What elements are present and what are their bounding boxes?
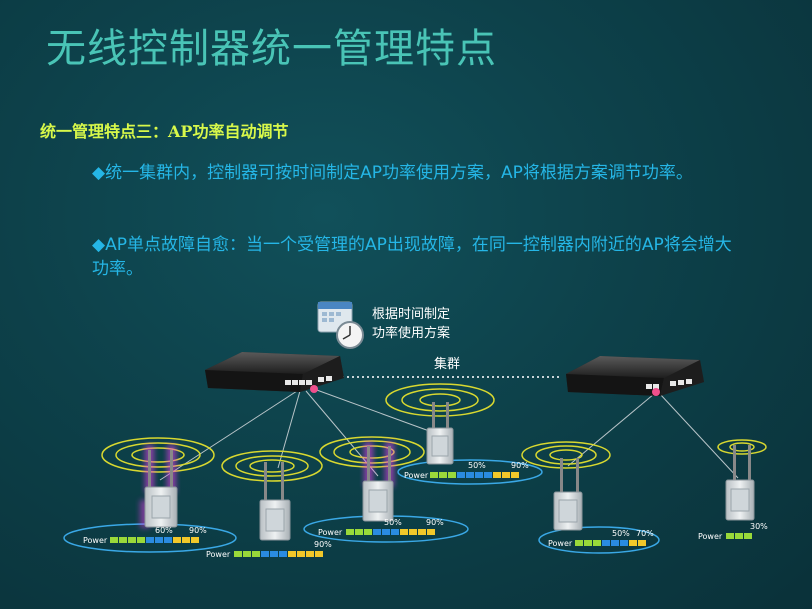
power-meter-ap-1: Power 60% 90% — [83, 526, 207, 545]
svg-text:60%: 60% — [155, 526, 173, 535]
svg-text:90%: 90% — [314, 540, 332, 549]
power-label: Power — [404, 471, 429, 480]
svg-text:50%: 50% — [468, 461, 486, 470]
wireless-controller-1 — [205, 352, 344, 393]
access-point-3 — [362, 442, 394, 522]
access-point-5 — [553, 458, 583, 531]
power-label: Power — [83, 536, 108, 545]
wireless-controller-2 — [566, 356, 704, 396]
access-point-4 — [426, 402, 454, 465]
cluster-label: 集群 — [434, 356, 460, 372]
bullet-point-1: ◆统一集群内，控制器可按时间制定AP功率使用方案，AP将根据方案调节功率。 — [92, 163, 693, 183]
svg-text:90%: 90% — [426, 518, 444, 527]
access-point-1 — [140, 445, 178, 528]
power-meter-ap-2: Power 90% — [206, 540, 332, 559]
svg-text:70%: 70% — [636, 529, 654, 538]
svg-text:30%: 30% — [750, 522, 768, 531]
svg-text:90%: 90% — [511, 461, 529, 470]
schedule-label-line1: 根据时间制定 — [372, 307, 450, 322]
power-meter-ap-5: Power 50% 70% — [548, 529, 654, 548]
bullet-point-2: ◆AP单点故障自愈：当一个受管理的AP出现故障，在同一控制器内附近的AP将会增大… — [92, 235, 732, 279]
power-meter-ap-6: Power 30% — [698, 522, 768, 541]
slide-title: 无线控制器统一管理特点 — [46, 26, 497, 72]
svg-text:50%: 50% — [384, 518, 402, 527]
power-meter-ap-3: Power 50% 90% — [318, 518, 444, 537]
svg-text:50%: 50% — [612, 529, 630, 538]
access-point-2 — [259, 462, 291, 541]
access-point-6 — [725, 445, 755, 521]
schedule-label-line2: 功率使用方案 — [372, 325, 450, 341]
power-meter-ap-4: Power 50% 90% — [404, 461, 529, 480]
signal-rings — [101, 383, 767, 482]
svg-text:90%: 90% — [189, 526, 207, 535]
power-label: Power — [698, 532, 723, 541]
slide-subtitle: 统一管理特点三：AP功率自动调节 — [40, 122, 289, 141]
power-label: Power — [206, 550, 231, 559]
power-label: Power — [318, 528, 343, 537]
calendar-clock-icon — [317, 301, 364, 349]
power-label: Power — [548, 539, 573, 548]
